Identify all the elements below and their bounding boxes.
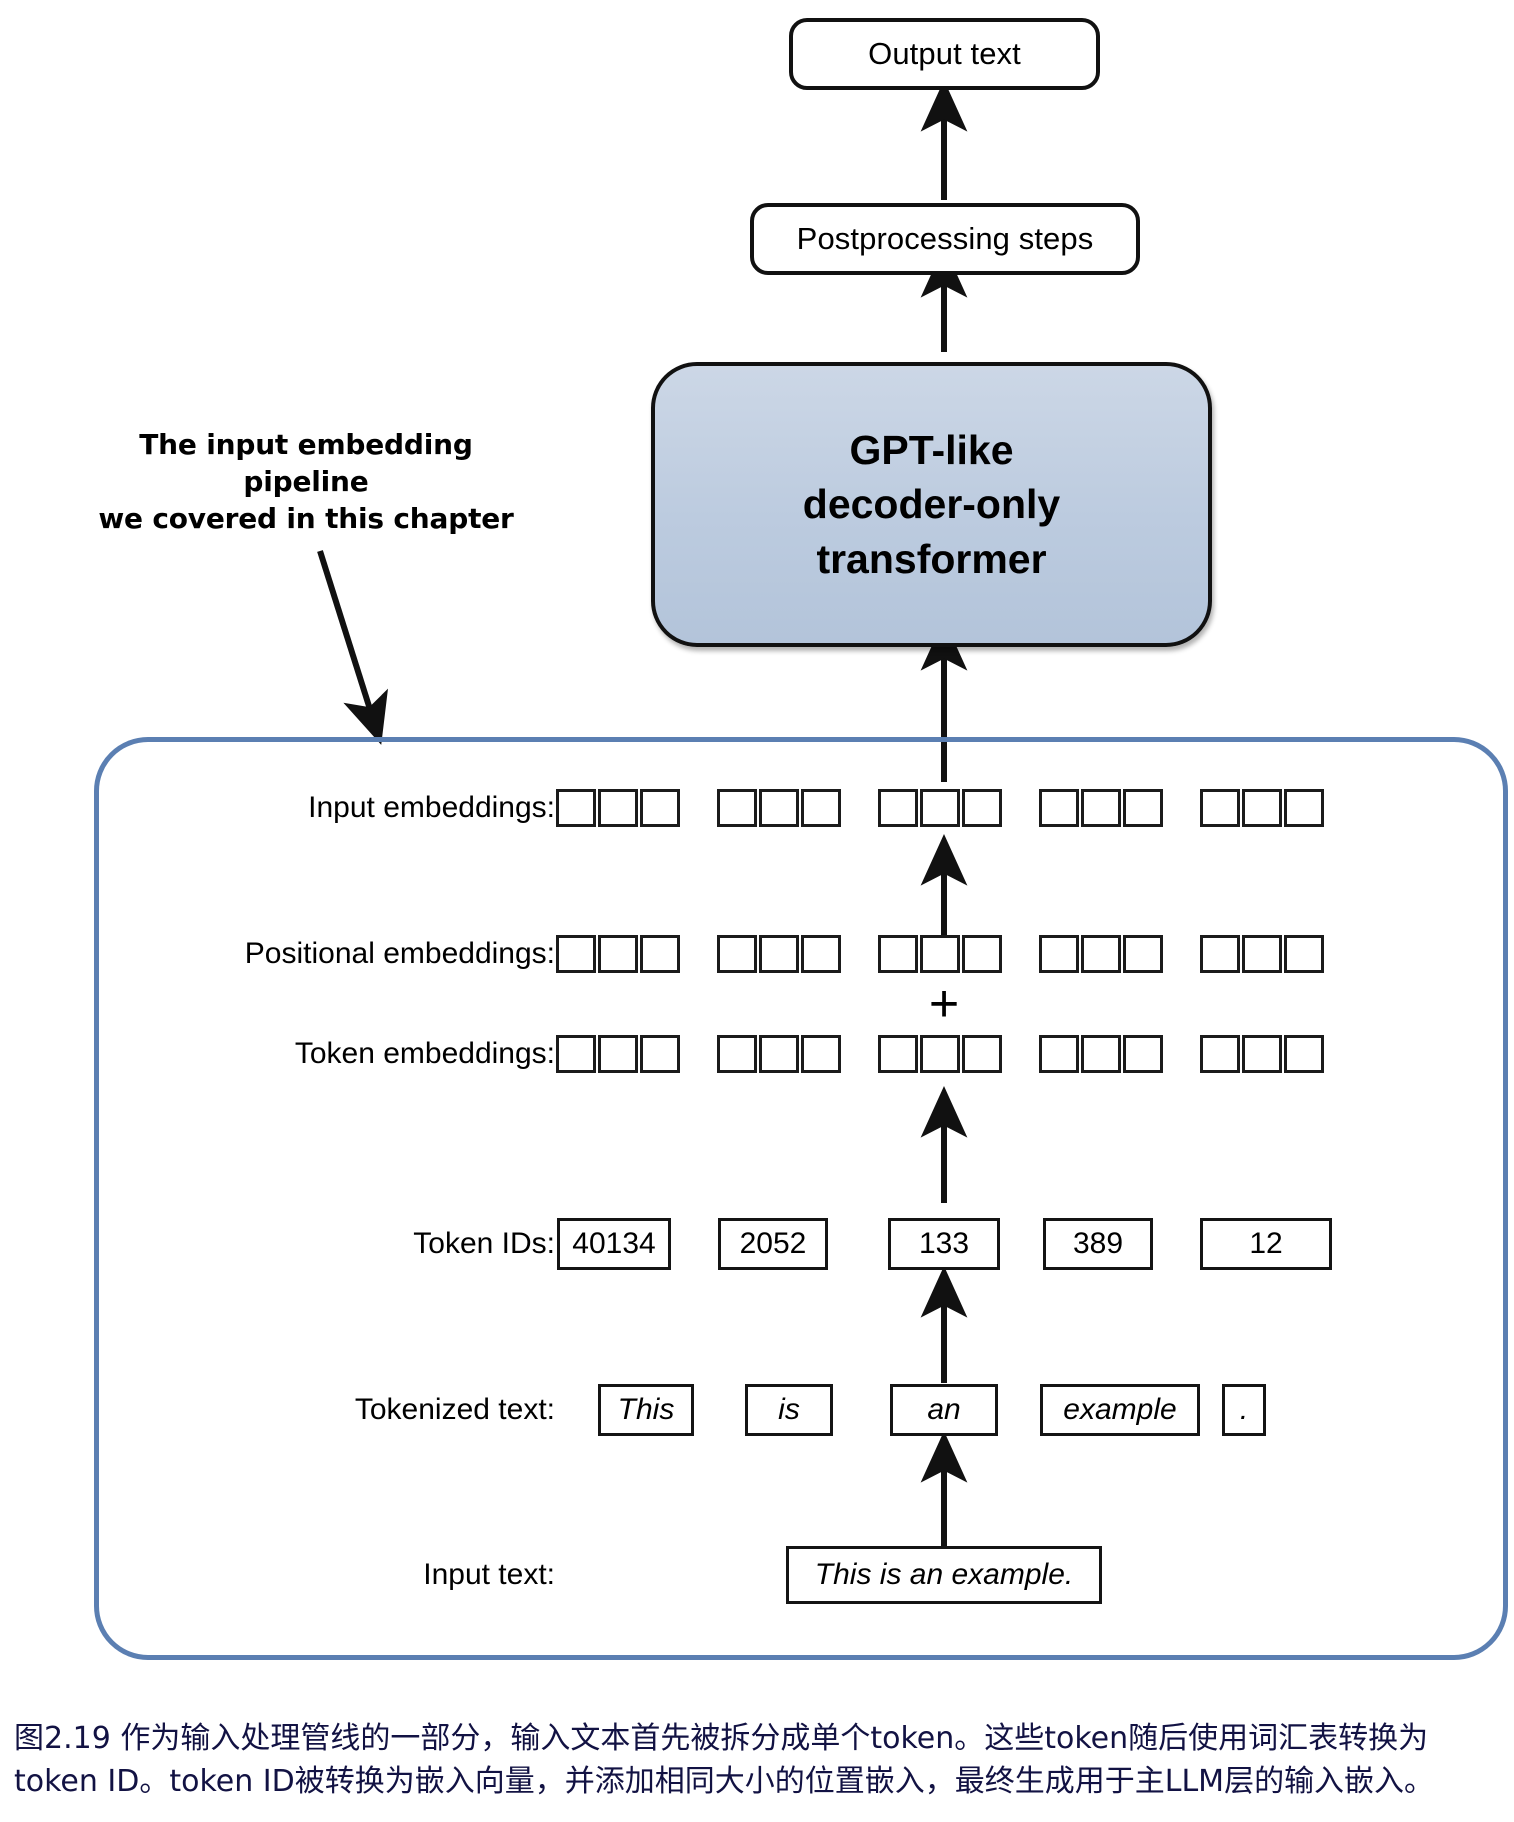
embedding-cell — [1200, 1035, 1240, 1073]
embedding-cell — [556, 935, 596, 973]
input-embeddings-group-4 — [1039, 789, 1163, 827]
output-text-box: Output text — [789, 18, 1100, 90]
embedding-cell — [1242, 935, 1282, 973]
embedding-cell — [1284, 1035, 1324, 1073]
token-id-box-5: 12 — [1200, 1218, 1332, 1270]
embedding-cell — [717, 1035, 757, 1073]
embedding-cell — [1081, 935, 1121, 973]
embedding-cell — [556, 1035, 596, 1073]
embedding-cell — [878, 789, 918, 827]
embedding-cell — [962, 789, 1002, 827]
embedding-cell — [640, 935, 680, 973]
pipeline-annotation-line1: The input embedding pipeline — [139, 428, 473, 498]
transformer-label-line2: decoder-only — [802, 481, 1061, 528]
embedding-cell — [801, 935, 841, 973]
embedding-cell — [878, 935, 918, 973]
tokenized-text-box-4: example — [1040, 1384, 1200, 1436]
embedding-cell — [556, 789, 596, 827]
row-label-input-embeddings: Input embeddings: — [308, 791, 555, 824]
tokenized-text-box-1: This — [598, 1384, 694, 1436]
embedding-cell — [878, 1035, 918, 1073]
embedding-cell — [1284, 935, 1324, 973]
embedding-cell — [1123, 935, 1163, 973]
tokenized-text-box-2: is — [745, 1384, 833, 1436]
embedding-cell — [640, 1035, 680, 1073]
tokenized-text-box-3: an — [890, 1384, 998, 1436]
embedding-cell — [920, 1035, 960, 1073]
embedding-cell — [1242, 1035, 1282, 1073]
transformer-label-line3: transformer — [816, 535, 1047, 582]
embedding-cell — [1200, 935, 1240, 973]
token-id-box-1: 40134 — [557, 1218, 671, 1270]
positional-embeddings-group-1 — [556, 935, 680, 973]
token-embeddings-group-2 — [717, 1035, 841, 1073]
embedding-cell — [1200, 789, 1240, 827]
token-embeddings-group-5 — [1200, 1035, 1324, 1073]
embedding-cell — [1123, 789, 1163, 827]
embedding-cell — [962, 935, 1002, 973]
embedding-cell — [1081, 789, 1121, 827]
positional-embeddings-group-5 — [1200, 935, 1324, 973]
embedding-cell — [1284, 789, 1324, 827]
token-id-box-3: 133 — [888, 1218, 1000, 1270]
row-label-input-text: Input text: — [423, 1558, 555, 1591]
figure-caption: 图2.19 作为输入处理管线的一部分，输入文本首先被拆分成单个token。这些t… — [14, 1721, 1435, 1799]
input-embeddings-group-5 — [1200, 789, 1324, 827]
embedding-cell — [717, 935, 757, 973]
output-text-label: Output text — [868, 35, 1021, 71]
input-text-box: This is an example. — [786, 1546, 1102, 1604]
input-embeddings-group-2 — [717, 789, 841, 827]
embedding-cell — [717, 789, 757, 827]
tokenized-text-box-5: . — [1222, 1384, 1266, 1436]
token-embeddings-group-4 — [1039, 1035, 1163, 1073]
embedding-cell — [1039, 1035, 1079, 1073]
input-embedding-pipeline-panel — [94, 737, 1508, 1660]
embedding-cell — [962, 1035, 1002, 1073]
embedding-cell — [598, 1035, 638, 1073]
row-label-positional-embeddings: Positional embeddings: — [244, 937, 555, 970]
arrow-annotation-pointer — [317, 550, 389, 745]
postprocessing-steps-box: Postprocessing steps — [750, 203, 1140, 275]
transformer-label-line1: GPT-like — [849, 426, 1014, 473]
positional-embeddings-group-3 — [878, 935, 1002, 973]
embedding-cell — [920, 935, 960, 973]
token-id-box-2: 2052 — [718, 1218, 828, 1270]
token-embeddings-group-1 — [556, 1035, 680, 1073]
plus-operator: + — [928, 975, 960, 1033]
embedding-cell — [1081, 1035, 1121, 1073]
embedding-cell — [920, 789, 960, 827]
row-label-tokenized-text: Tokenized text: — [354, 1393, 555, 1426]
pipeline-annotation: The input embedding pipeline we covered … — [86, 427, 526, 538]
token-id-box-4: 389 — [1043, 1218, 1153, 1270]
token-embeddings-group-3 — [878, 1035, 1002, 1073]
embedding-cell — [1039, 935, 1079, 973]
postprocessing-steps-label: Postprocessing steps — [796, 220, 1094, 256]
row-label-token-embeddings: Token embeddings: — [294, 1037, 555, 1070]
embedding-cell — [598, 935, 638, 973]
embedding-cell — [801, 1035, 841, 1073]
embedding-cell — [640, 789, 680, 827]
positional-embeddings-group-4 — [1039, 935, 1163, 973]
embedding-cell — [598, 789, 638, 827]
embedding-cell — [759, 1035, 799, 1073]
input-embeddings-group-1 — [556, 789, 680, 827]
embedding-cell — [759, 935, 799, 973]
embedding-cell — [759, 789, 799, 827]
gpt-transformer-box: GPT-like decoder-only transformer — [651, 362, 1212, 647]
embedding-cell — [1039, 789, 1079, 827]
pipeline-annotation-line2: we covered in this chapter — [98, 501, 514, 535]
embedding-cell — [1242, 789, 1282, 827]
embedding-cell — [1123, 1035, 1163, 1073]
row-label-token-ids: Token IDs: — [413, 1227, 555, 1260]
input-embeddings-group-3 — [878, 789, 1002, 827]
embedding-cell — [801, 789, 841, 827]
positional-embeddings-group-2 — [717, 935, 841, 973]
